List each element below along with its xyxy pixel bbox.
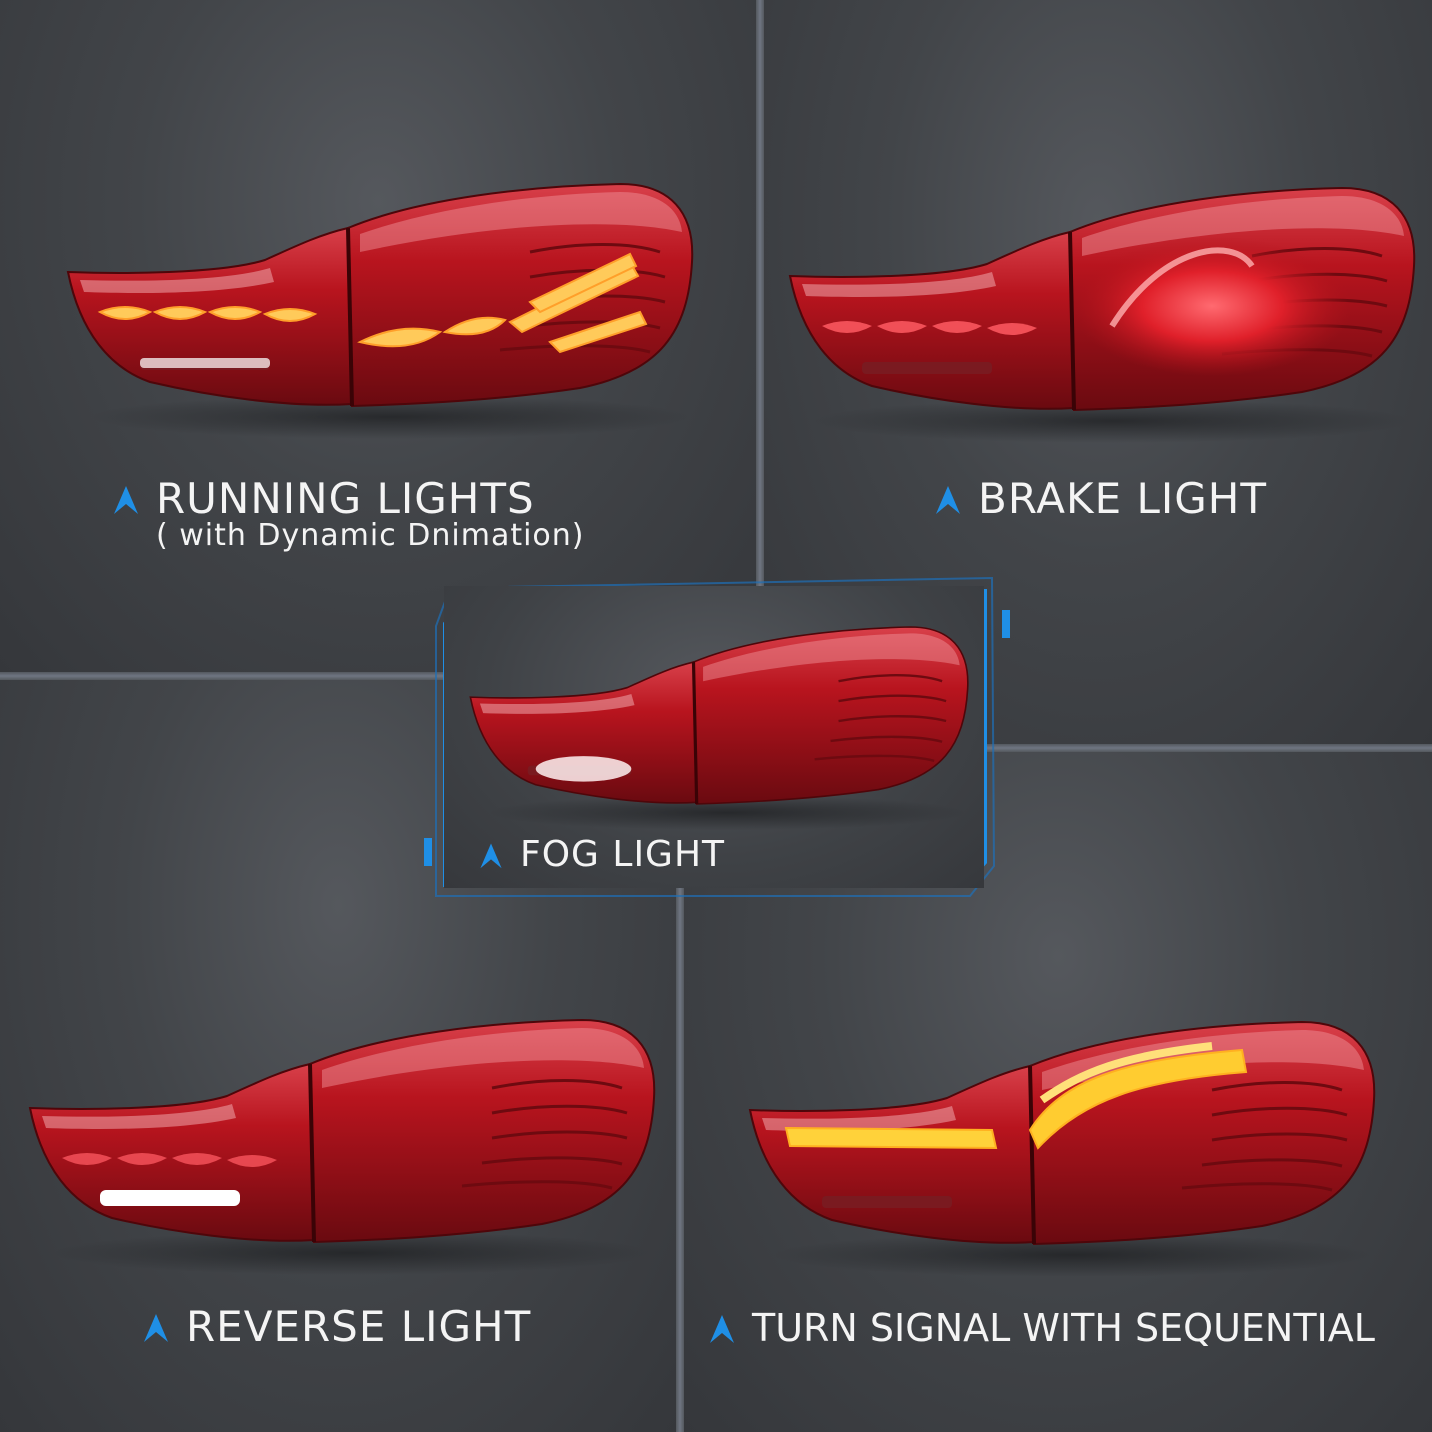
fog-light-title: FOG LIGHT [520, 834, 726, 875]
tail-light-turn [748, 1020, 1377, 1279]
tail-light-running [66, 182, 695, 441]
running-lights-title: RUNNING LIGHTS [156, 474, 535, 523]
running-lights-subtitle: ( with Dynamic Dnimation) [156, 518, 585, 553]
brake-light-title: BRAKE LIGHT [978, 474, 1268, 523]
divider [676, 680, 684, 1432]
turn-signal-title: TURN SIGNAL WITH SEQUENTIAL [752, 1306, 1375, 1350]
tail-light-reverse [28, 1018, 657, 1277]
divider [756, 0, 764, 680]
chevron-up-icon [710, 1315, 734, 1343]
chevron-up-icon [144, 1313, 168, 1342]
label-turn-signal: TURN SIGNAL WITH SEQUENTIAL [708, 1306, 1375, 1350]
label-reverse-light: REVERSE LIGHT [142, 1302, 531, 1351]
reverse-light-title: REVERSE LIGHT [186, 1302, 532, 1351]
chevron-up-icon [936, 485, 960, 514]
tail-light-fog [468, 625, 970, 832]
divider [760, 744, 1432, 752]
label-running-lights: RUNNING LIGHTS [112, 474, 535, 523]
divider [0, 672, 760, 680]
label-brake-light: BRAKE LIGHT [934, 474, 1267, 523]
chevron-up-icon [114, 485, 138, 514]
tail-light-brake [788, 186, 1417, 445]
chevron-up-icon [480, 843, 502, 868]
label-fog-light: FOG LIGHT [478, 834, 725, 875]
